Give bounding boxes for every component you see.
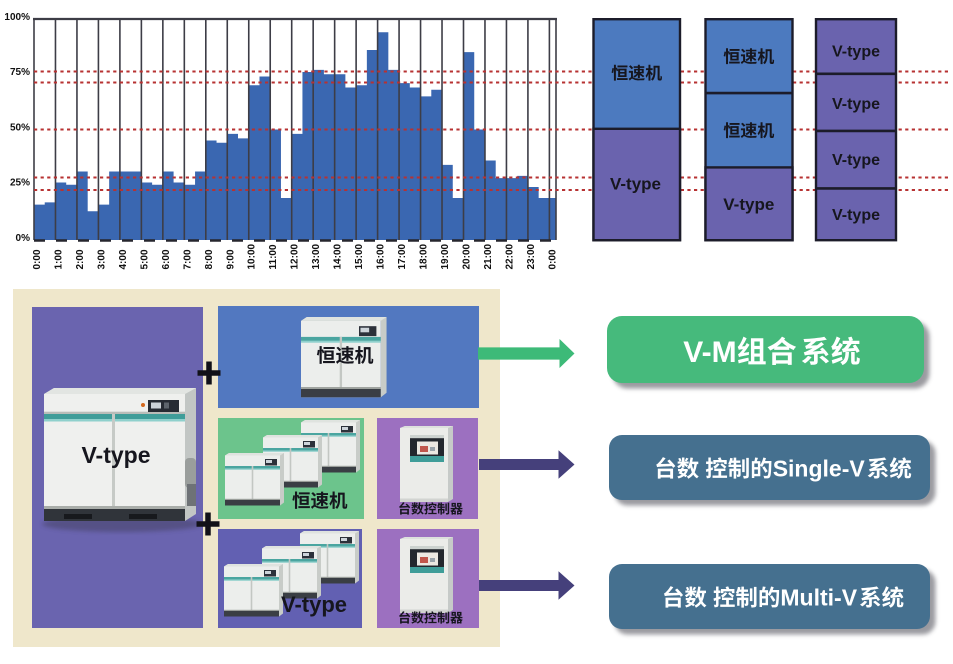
svg-text:4:00: 4:00 [118,249,129,269]
svg-text:10:00: 10:00 [247,243,258,269]
svg-text:3:00: 3:00 [96,249,107,269]
svg-text:V-type: V-type [81,442,150,468]
svg-text:25%: 25% [10,178,30,189]
svg-text:14:00: 14:00 [333,243,344,269]
svg-text:V-type: V-type [281,592,347,617]
svg-text:16:00: 16:00 [376,243,387,269]
svg-text:7:00: 7:00 [182,249,193,269]
svg-text:Multi-V: Multi-V [780,585,857,611]
svg-text:11:00: 11:00 [268,244,279,269]
svg-text:20:00: 20:00 [462,243,473,269]
svg-text:23:00: 23:00 [526,243,537,269]
svg-text:13:00: 13:00 [311,243,322,269]
svg-text:75%: 75% [10,67,30,78]
svg-text:50%: 50% [10,122,30,133]
svg-text:12:00: 12:00 [290,243,301,269]
svg-text:21:00: 21:00 [483,243,494,269]
svg-text:0:00: 0:00 [32,249,43,269]
svg-text:2:00: 2:00 [75,249,86,269]
svg-text:V-M: V-M [683,336,736,369]
svg-text:0%: 0% [16,233,31,244]
svg-text:22:00: 22:00 [504,243,515,269]
svg-text:V-type: V-type [723,195,774,214]
svg-text:V-type: V-type [832,96,880,113]
svg-text:9:00: 9:00 [225,249,236,269]
svg-text:V-type: V-type [610,175,661,194]
svg-text:1:00: 1:00 [54,249,65,269]
svg-text:18:00: 18:00 [419,243,430,269]
svg-text:17:00: 17:00 [397,243,408,269]
svg-text:19:00: 19:00 [440,243,451,269]
svg-text:15:00: 15:00 [354,243,365,269]
svg-text:Single-V: Single-V [773,456,866,482]
svg-text:V-type: V-type [832,207,880,224]
svg-text:V-type: V-type [832,152,880,169]
svg-text:8:00: 8:00 [204,249,215,269]
svg-text:0:00: 0:00 [547,249,558,269]
svg-text:6:00: 6:00 [161,249,172,269]
svg-text:5:00: 5:00 [139,249,150,269]
svg-text:100%: 100% [4,12,30,23]
svg-text:V-type: V-type [832,44,880,61]
